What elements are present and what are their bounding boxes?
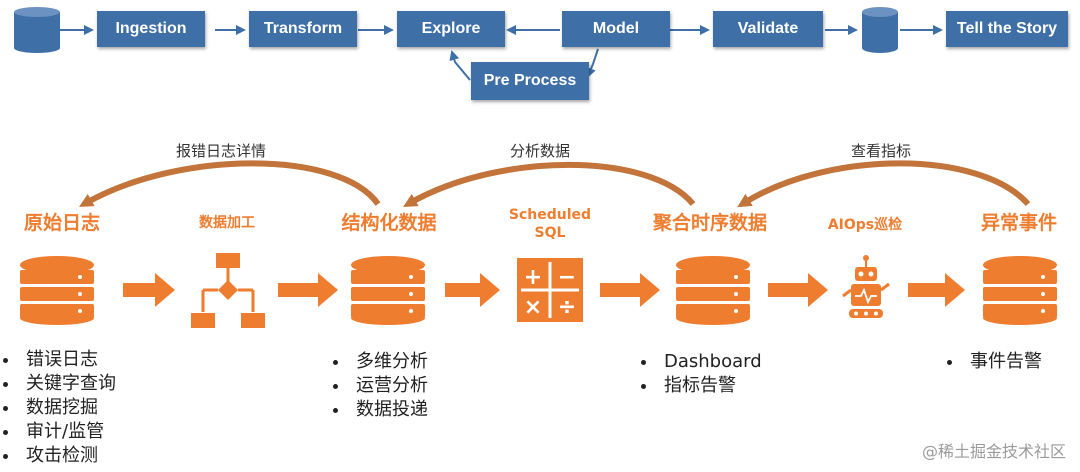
- scheduled-sql-line2: SQL: [534, 225, 566, 241]
- list-item: 指标告警: [638, 374, 762, 398]
- list-item: Dashboard: [638, 350, 762, 374]
- pipeline-step-transform: Transform: [249, 11, 357, 47]
- stage-title-scheduled-sql: Scheduled SQL: [500, 206, 600, 242]
- list-item: 审计/监管: [0, 420, 116, 444]
- pipeline-step-validate: Validate: [713, 11, 823, 47]
- scheduled-sql-line1: Scheduled: [508, 207, 592, 223]
- arrow-preprocess-to-explore: [449, 50, 471, 81]
- list-structured-data: 多维分析 运营分析 数据投递: [330, 350, 428, 422]
- arrow-model-to-preprocess: [586, 48, 599, 78]
- flow-arrow-icon: [768, 273, 828, 307]
- list-item: 攻击检测: [0, 444, 116, 468]
- stage-title-anomaly-events: 异常事件: [980, 212, 1057, 234]
- calc-divide: ÷: [558, 295, 576, 320]
- feedback-arrow-analyze-data: [403, 161, 696, 207]
- calc-minus: −: [558, 265, 576, 290]
- list-item: 数据挖掘: [0, 396, 116, 420]
- database-icon: [983, 256, 1057, 325]
- list-anomaly-events: 事件告警: [944, 350, 1042, 374]
- flow-arrow-icon: [600, 273, 660, 307]
- list-aggregated-ts: Dashboard 指标告警: [638, 350, 762, 398]
- pipeline-step-model: Model: [562, 11, 670, 47]
- stage-title-data-processing: 数据加工: [199, 215, 255, 231]
- list-raw-logs: 错误日志 关键字查询 数据挖掘 审计/监管 攻击检测: [0, 348, 116, 468]
- calculator-icon: + − × ÷: [517, 258, 583, 322]
- calc-times: ×: [524, 295, 542, 320]
- list-item: 多维分析: [330, 350, 428, 374]
- flow-arrow-icon: [123, 273, 175, 307]
- pipeline-step-tell-story: Tell the Story: [946, 11, 1068, 47]
- pipeline-step-ingestion: Ingestion: [97, 11, 205, 47]
- pipeline-step-explore: Explore: [397, 11, 505, 47]
- database-icon: [862, 7, 898, 53]
- list-item: 数据投递: [330, 398, 428, 422]
- database-icon: [20, 256, 94, 325]
- stage-title-aggregated-ts: 聚合时序数据: [652, 212, 767, 234]
- stage-title-aiops-patrol: AIOps巡检: [827, 217, 903, 233]
- feedback-label-error-details: 报错日志详情: [176, 142, 267, 160]
- list-item: 错误日志: [0, 348, 116, 372]
- flowchart-icon: [191, 253, 265, 328]
- stage-title-raw-logs: 原始日志: [23, 212, 100, 234]
- flow-arrow-icon: [278, 273, 338, 307]
- list-item: 关键字查询: [0, 372, 116, 396]
- flow-arrow-icon: [908, 273, 965, 307]
- feedback-label-view-metrics: 查看指标: [851, 142, 912, 160]
- stage-title-structured-data: 结构化数据: [341, 212, 437, 234]
- flow-arrow-icon: [445, 273, 500, 307]
- list-item: 事件告警: [944, 350, 1042, 374]
- pipeline-connectors: [14, 7, 943, 81]
- database-icon: [676, 256, 750, 325]
- robot-icon: [842, 255, 890, 318]
- database-icon: [351, 256, 425, 325]
- feedback-label-analyze-data: 分析数据: [510, 142, 571, 160]
- calc-plus: +: [524, 265, 542, 290]
- watermark: @稀土掘金技术社区: [921, 442, 1066, 461]
- list-item: 运营分析: [330, 374, 428, 398]
- feedback-arrow-view-metrics: [737, 160, 1031, 208]
- pipeline-step-pre-process: Pre Process: [471, 62, 589, 100]
- feedback-arrow-error-details: [79, 160, 381, 207]
- database-icon: [14, 7, 60, 53]
